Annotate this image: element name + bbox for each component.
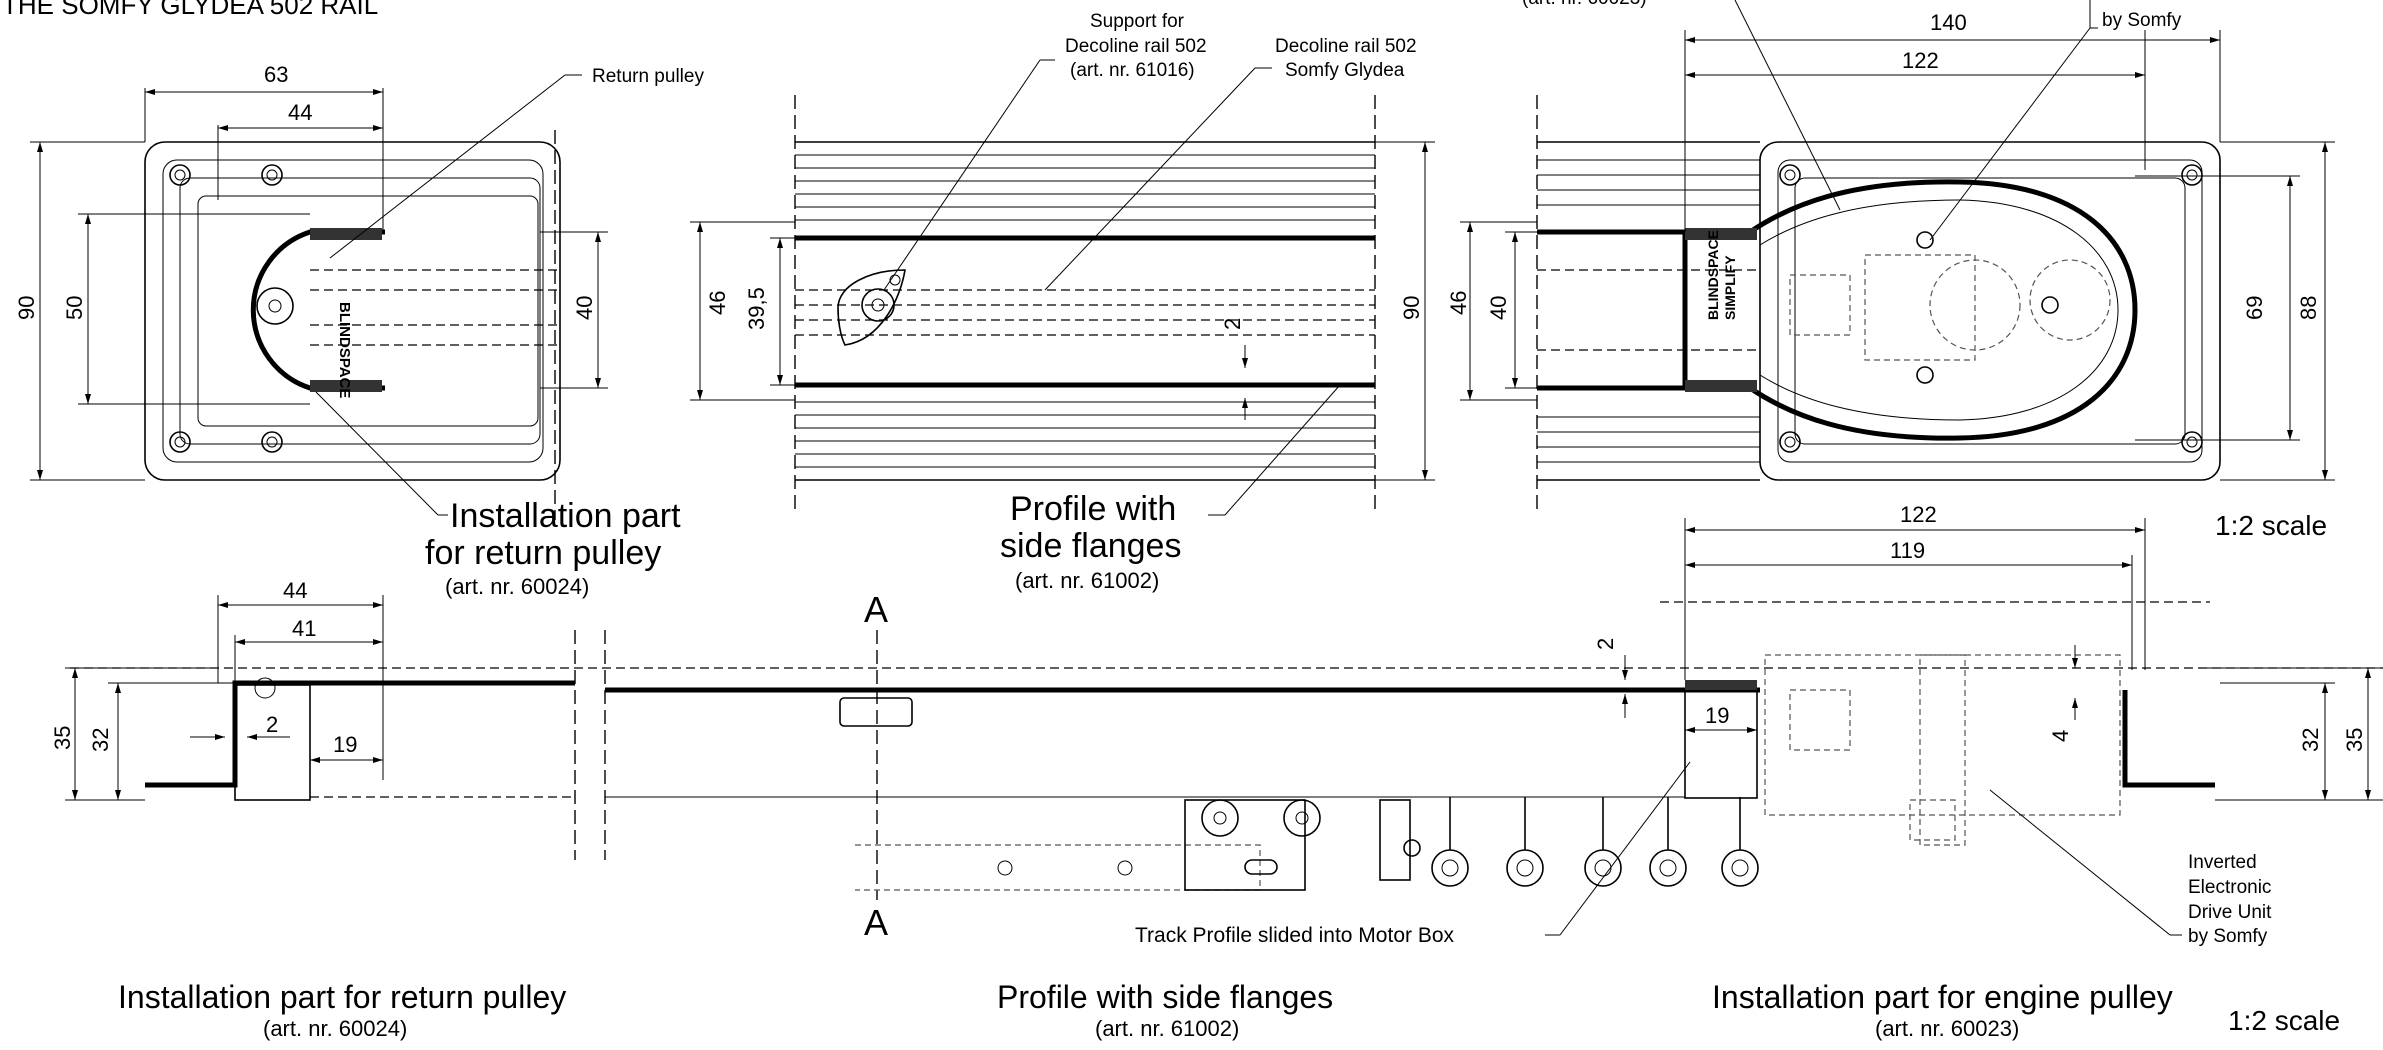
dim-32-right: 32 <box>2298 728 2323 752</box>
profile-callout-art: (art. nr. 61002) <box>1015 568 1159 593</box>
dim-2-left: 2 <box>266 712 278 737</box>
profile-callout-line2: side flanges <box>1000 527 1181 565</box>
support-callout-line2: Decoline rail 502 <box>1065 36 1207 57</box>
dim-50: 50 <box>62 296 87 320</box>
dim-19-left: 19 <box>333 732 357 757</box>
caption-return-pulley-art: (art. nr. 60024) <box>263 1016 407 1041</box>
support-callout-art: (art. nr. 61016) <box>1070 60 1195 81</box>
dim-44-bottom: 44 <box>283 578 307 603</box>
section-mark-bottom: A <box>864 902 888 943</box>
dim-122-top: 122 <box>1902 48 1939 73</box>
dim-63: 63 <box>264 62 288 87</box>
bottom-section-view: A A 44 41 <box>50 502 2383 947</box>
caption-profile: Profile with side flanges <box>997 979 1333 1015</box>
dim-4: 4 <box>2048 730 2073 742</box>
caption-engine-pulley-art: (art. nr. 60023) <box>1875 1016 2019 1041</box>
dim-40: 40 <box>572 296 597 320</box>
dim-88: 88 <box>2296 296 2321 320</box>
support-callout-line1: Support for <box>1090 11 1185 32</box>
carriage-assembly <box>855 797 1759 891</box>
caption-profile-art: (art. nr. 61002) <box>1095 1016 1239 1041</box>
track-callout: Track Profile slided into Motor Box <box>1135 924 1455 947</box>
install-callout-art: (art. nr. 60024) <box>445 574 589 599</box>
callout-return-pulley: Return pulley <box>592 66 704 87</box>
dim-40-right: 40 <box>1486 296 1511 320</box>
top-right-view: BLINDSPACE SIMPLIFY (art. nr. 60023) by … <box>1446 0 2335 510</box>
dim-41: 41 <box>292 616 316 641</box>
drive-callout-line1: Inverted <box>2188 852 2257 873</box>
drive-callout-line3: Drive Unit <box>2188 902 2272 923</box>
install-callout-line1: Installation part <box>450 497 681 535</box>
install-callout-line2: for return pulley <box>425 534 661 572</box>
dim-44: 44 <box>288 100 312 125</box>
dim-2-top: 2 <box>1220 318 1245 330</box>
dim-19-right: 19 <box>1705 703 1729 728</box>
dim-69: 69 <box>2242 296 2267 320</box>
dim-2-right: 2 <box>1593 638 1618 650</box>
dim-90: 90 <box>14 296 39 320</box>
caption-return-pulley: Installation part for return pulley <box>118 979 566 1015</box>
dim-32-left: 32 <box>88 728 113 752</box>
svg-text:SIMPLIFY: SIMPLIFY <box>1722 255 1738 320</box>
callout-by-somfy: by Somfy <box>2102 10 2182 31</box>
dim-122-bottom: 122 <box>1900 502 1937 527</box>
svg-text:BLINDSPACE: BLINDSPACE <box>1705 230 1721 320</box>
top-middle-view: Support for Decoline rail 502 (art. nr. … <box>690 11 1435 593</box>
drive-callout-line2: Electronic <box>2188 877 2271 898</box>
dim-35-right: 35 <box>2342 728 2367 752</box>
scale-top: 1:2 scale <box>2215 510 2327 541</box>
section-mark-top: A <box>864 589 888 630</box>
dim-140: 140 <box>1930 10 1967 35</box>
caption-engine-pulley: Installation part for engine pulley <box>1712 979 2173 1015</box>
dim-39-5: 39,5 <box>744 287 769 330</box>
dim-46: 46 <box>705 291 730 315</box>
header-title: THE SOMFY GLYDEA 502 RAIL <box>2 0 378 20</box>
dim-119: 119 <box>1890 538 1925 563</box>
svg-text:BLINDSPACE: BLINDSPACE <box>336 302 353 398</box>
scale-bottom: 1:2 scale <box>2228 1005 2340 1036</box>
drive-callout-line4: by Somfy <box>2188 926 2268 947</box>
rail-callout-line2: Somfy Glydea <box>1285 60 1405 81</box>
top-left-view: BLINDSPACE 63 44 90 50 40 Return pulley … <box>14 62 704 599</box>
dim-46-right: 46 <box>1446 291 1471 315</box>
dim-35-left: 35 <box>50 726 75 750</box>
rail-callout-line1: Decoline rail 502 <box>1275 36 1417 57</box>
profile-callout-line1: Profile with <box>1010 490 1176 528</box>
top-partial-callout: (art. nr. 60023) <box>1522 0 1647 9</box>
captions: Installation part for return pulley (art… <box>118 979 2173 1041</box>
dim-90-mid: 90 <box>1399 296 1424 320</box>
